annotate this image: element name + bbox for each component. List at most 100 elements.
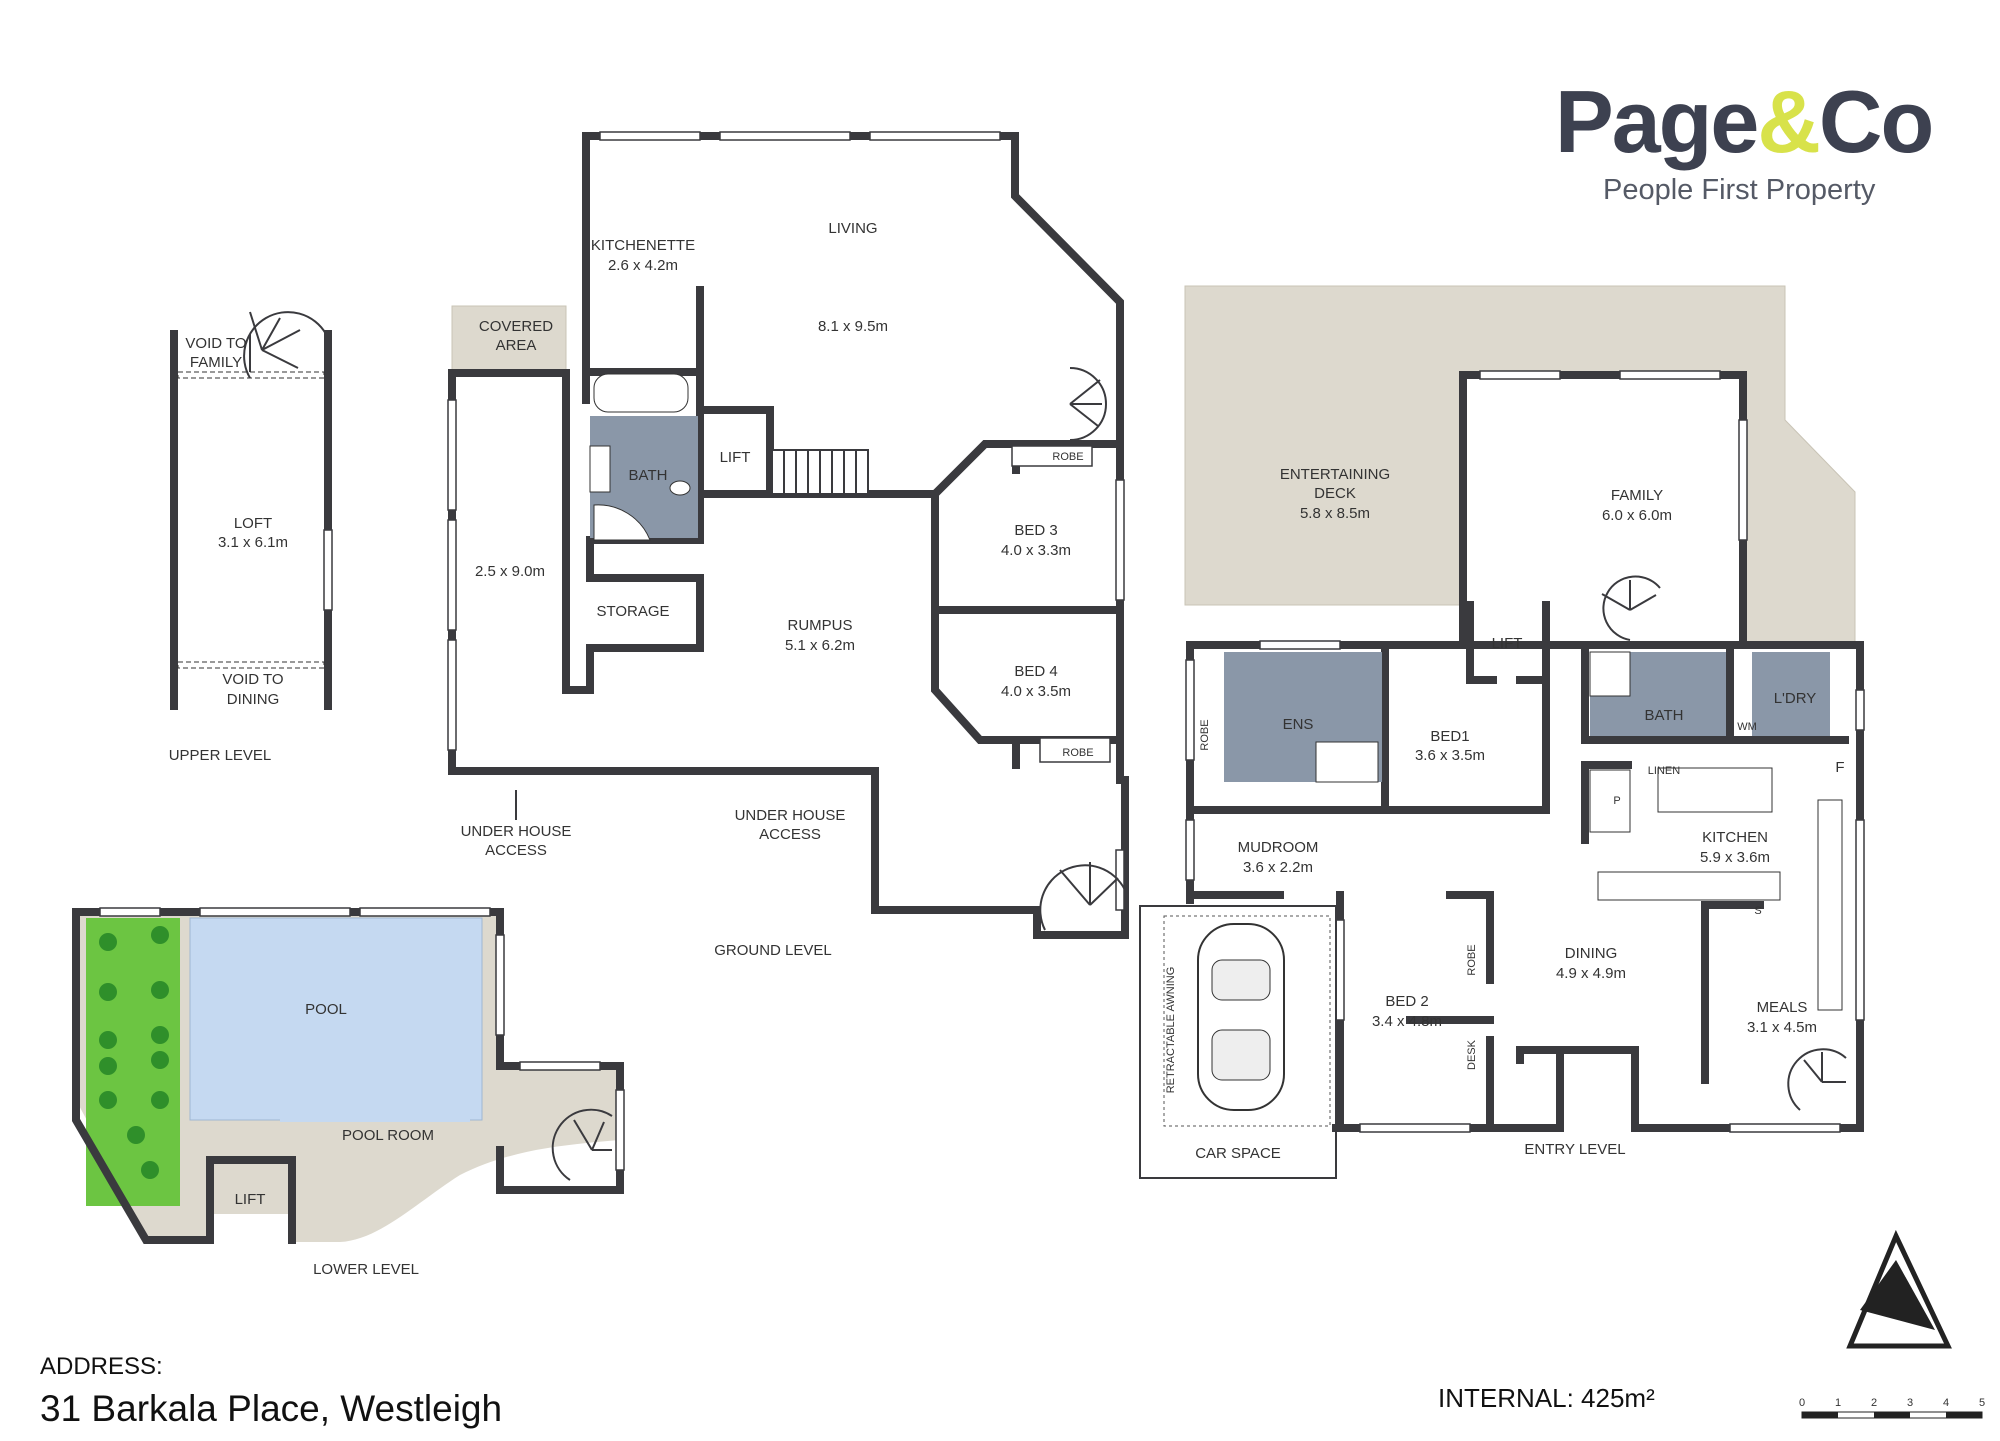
label-robe-bed4: ROBE bbox=[1062, 747, 1093, 759]
label-under-house-access-2b: ACCESS bbox=[759, 826, 821, 843]
label-meals: MEALS bbox=[1757, 999, 1808, 1016]
label-bed1-dim: 3.6 x 3.5m bbox=[1415, 747, 1485, 764]
label-loft: LOFT bbox=[234, 515, 272, 532]
label-kitchenette-dim: 2.6 x 4.2m bbox=[608, 257, 678, 274]
label-entry-level: ENTRY LEVEL bbox=[1524, 1141, 1625, 1158]
brand-tagline: People First Property bbox=[1603, 174, 1876, 206]
scale-tick-0: 0 bbox=[1799, 1397, 1805, 1409]
car-space-outline bbox=[1139, 905, 1337, 1179]
label-bed3-dim: 4.0 x 3.3m bbox=[1001, 542, 1071, 559]
label-bed2-dim: 3.4 x 4.8m bbox=[1372, 1013, 1442, 1030]
label-rumpus-dim: 5.1 x 6.2m bbox=[785, 637, 855, 654]
label-hall-dim: 2.5 x 9.0m bbox=[475, 563, 545, 580]
label-rumpus: RUMPUS bbox=[787, 617, 852, 634]
label-dining: DINING bbox=[1565, 945, 1618, 962]
address-value: 31 Barkala Place, Westleigh bbox=[40, 1388, 503, 1429]
label-pool-room: POOL ROOM bbox=[342, 1127, 434, 1144]
spiral-stair-living bbox=[1069, 367, 1107, 441]
label-stove: S bbox=[1754, 905, 1761, 917]
label-under-house-access-1b: ACCESS bbox=[485, 842, 547, 859]
label-storage: STORAGE bbox=[596, 603, 669, 620]
label-bath-ground: BATH bbox=[629, 467, 668, 484]
label-upper-level: UPPER LEVEL bbox=[169, 747, 272, 764]
label-mudroom: MUDROOM bbox=[1238, 839, 1319, 856]
scale-tick-3: 3 bbox=[1907, 1397, 1913, 1409]
upper-level: VOID TO FAMILY LOFT 3.1 x 6.1m VOID TO D… bbox=[169, 311, 333, 764]
brand-name-part1: Page bbox=[1555, 72, 1759, 171]
scale-bar: 0 1 2 3 4 5 bbox=[1799, 1397, 1985, 1419]
lower-level: POOL POOL ROOM LIFT LOWER LEVEL bbox=[72, 907, 625, 1278]
label-desk: DESK bbox=[1466, 1039, 1478, 1070]
label-living: LIVING bbox=[828, 220, 877, 237]
label-fridge: F bbox=[1835, 759, 1844, 776]
label-bed3: BED 3 bbox=[1014, 522, 1057, 539]
label-meals-dim: 3.1 x 4.5m bbox=[1747, 1019, 1817, 1036]
spiral-stair-lower bbox=[551, 1108, 613, 1181]
brand-name-part2: Co bbox=[1818, 72, 1934, 171]
scale-tick-5: 5 bbox=[1979, 1397, 1985, 1409]
label-ensuite: ENS bbox=[1283, 716, 1314, 733]
north-arrow-icon bbox=[1846, 1229, 1952, 1349]
label-void-family: VOID TO bbox=[185, 335, 246, 352]
label-robe-bed3: ROBE bbox=[1052, 451, 1083, 463]
internal-area-label: INTERNAL: bbox=[1438, 1383, 1574, 1413]
label-robe-bed2: ROBE bbox=[1466, 944, 1478, 975]
scale-tick-1: 1 bbox=[1835, 1397, 1841, 1409]
garden-plants bbox=[99, 926, 169, 1179]
brand-logo: Page&Co People First Property bbox=[1555, 78, 1955, 238]
label-washing-machine: WM bbox=[1737, 721, 1757, 733]
label-void-dining-2: DINING bbox=[227, 691, 280, 708]
label-kitchenette: KITCHENETTE bbox=[591, 237, 695, 254]
spiral-stair-ground bbox=[1039, 862, 1126, 931]
label-covered-area-2: AREA bbox=[496, 337, 537, 354]
label-deck: DECK bbox=[1314, 485, 1356, 502]
label-bed1: BED1 bbox=[1430, 728, 1469, 745]
label-ground-level: GROUND LEVEL bbox=[714, 942, 832, 959]
label-under-house-access-1: UNDER HOUSE bbox=[461, 823, 572, 840]
label-car-space: CAR SPACE bbox=[1195, 1145, 1281, 1162]
address-heading: ADDRESS: bbox=[40, 1353, 163, 1380]
label-kitchen: KITCHEN bbox=[1702, 829, 1768, 846]
spiral-stair-family bbox=[1601, 575, 1661, 641]
label-loft-dim: 3.1 x 6.1m bbox=[218, 534, 288, 551]
label-bath-entry: BATH bbox=[1645, 707, 1684, 724]
label-living-dim: 8.1 x 9.5m bbox=[818, 318, 888, 335]
label-covered-area: COVERED bbox=[479, 318, 553, 335]
label-void-family-2: FAMILY bbox=[190, 354, 242, 371]
label-family-dim: 6.0 x 6.0m bbox=[1602, 507, 1672, 524]
internal-area-value: 425m² bbox=[1581, 1383, 1655, 1413]
pool-water bbox=[189, 917, 483, 1121]
label-bed4: BED 4 bbox=[1014, 663, 1057, 680]
label-mudroom-dim: 3.6 x 2.2m bbox=[1243, 859, 1313, 876]
label-bed2: BED 2 bbox=[1385, 993, 1428, 1010]
label-robe-bed1: ROBE bbox=[1199, 719, 1211, 750]
entry-level: ENTERTAINING DECK 5.8 x 8.5m FAMILY 6.0 … bbox=[1139, 285, 1865, 1179]
scale-tick-2: 2 bbox=[1871, 1397, 1877, 1409]
label-dining-dim: 4.9 x 4.9m bbox=[1556, 965, 1626, 982]
label-lift-ground: LIFT bbox=[720, 449, 751, 466]
label-lift-entry: LIFT bbox=[1492, 635, 1523, 652]
spiral-stair-upper bbox=[243, 311, 327, 379]
label-bed4-dim: 4.0 x 3.5m bbox=[1001, 683, 1071, 700]
laundry-tiles bbox=[1752, 652, 1830, 736]
spiral-stair-meals bbox=[1787, 1048, 1847, 1111]
ground-level: COVERED AREA KITCHENETTE 2.6 x 4.2m LIVI… bbox=[447, 131, 1129, 959]
label-retractable-awning: RETRACTABLE AWNING bbox=[1165, 967, 1177, 1094]
label-laundry: L'DRY bbox=[1774, 690, 1817, 707]
label-deck-dim: 5.8 x 8.5m bbox=[1300, 505, 1370, 522]
label-under-house-access-2: UNDER HOUSE bbox=[735, 807, 846, 824]
label-kitchen-dim: 5.9 x 3.6m bbox=[1700, 849, 1770, 866]
brand-ampersand: & bbox=[1757, 72, 1821, 171]
covered-area bbox=[451, 305, 567, 375]
label-lower-level: LOWER LEVEL bbox=[313, 1261, 419, 1278]
brand-name: Page&Co bbox=[1555, 78, 1955, 166]
label-linen: LINEN bbox=[1648, 765, 1680, 777]
label-family: FAMILY bbox=[1611, 487, 1663, 504]
internal-area: INTERNAL: 425m² bbox=[1438, 1383, 1655, 1414]
label-entertaining: ENTERTAINING bbox=[1280, 466, 1390, 483]
scale-tick-4: 4 bbox=[1943, 1397, 1949, 1409]
car-icon bbox=[1197, 923, 1285, 1111]
label-void-dining: VOID TO bbox=[222, 671, 283, 688]
label-pool: POOL bbox=[305, 1001, 347, 1018]
